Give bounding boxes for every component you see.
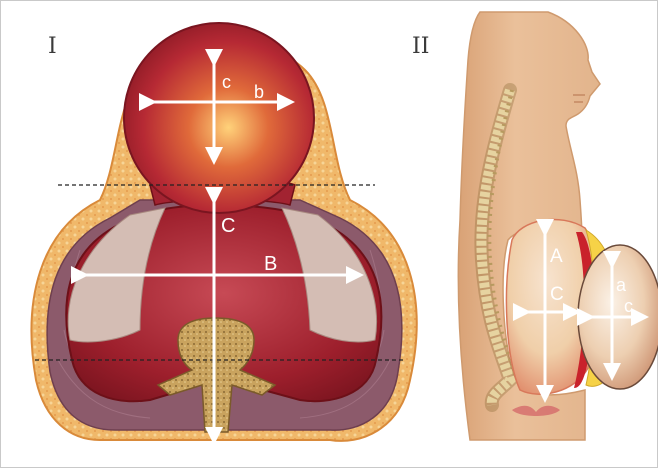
label-left-B: B [264, 253, 277, 275]
label-left-b: b [254, 82, 264, 102]
label-right-a: a [616, 275, 627, 295]
label-right-c: c [624, 296, 633, 316]
label-right-A: A [550, 246, 563, 267]
label-right-C: C [550, 284, 564, 305]
label-left-C: C [221, 215, 235, 237]
label-left-c: c [222, 72, 231, 92]
